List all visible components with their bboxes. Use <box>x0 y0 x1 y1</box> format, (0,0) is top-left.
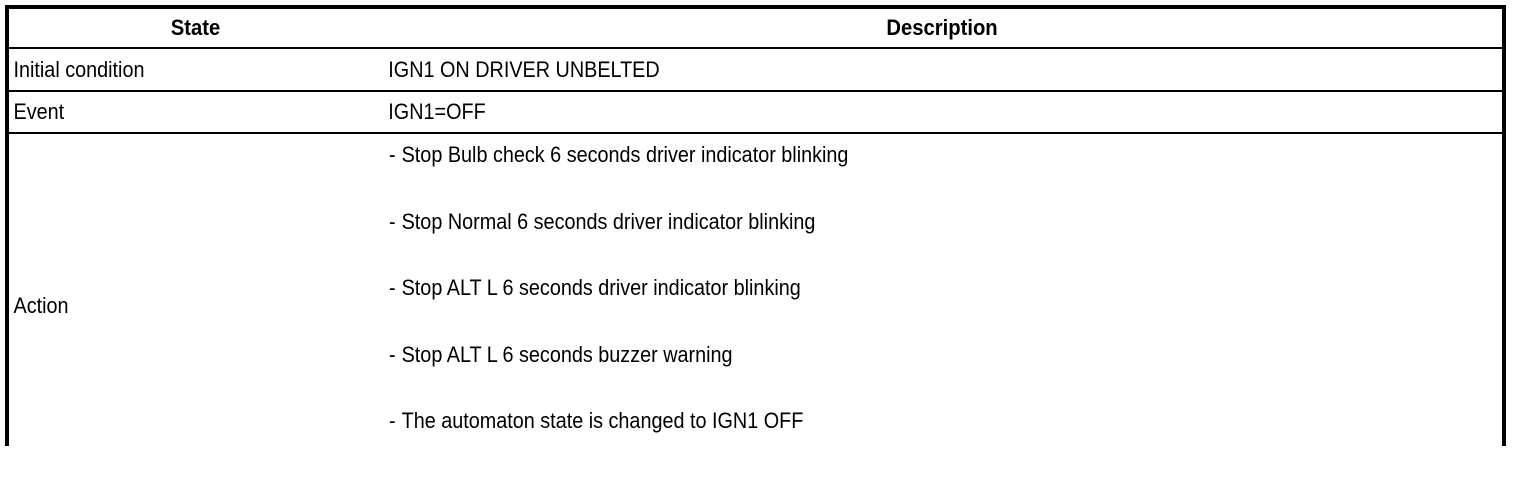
action-list-item-label: Stop ALT L 6 seconds driver indicator bl… <box>401 275 801 300</box>
bullet-dash-icon: - <box>389 142 396 167</box>
action-list-item-label: Stop ALT L 6 seconds buzzer warning <box>401 341 733 367</box>
action-list-item: -Stop Normal 6 seconds driver indicator … <box>389 208 1502 278</box>
cell-state-event: Event <box>9 91 382 134</box>
bullet-dash-icon: - <box>389 408 396 433</box>
header-cell-description: Description <box>382 9 1502 49</box>
state-label-event: Event <box>13 99 65 125</box>
action-list-item-label: Stop Bulb check 6 seconds driver indicat… <box>401 142 849 167</box>
state-label-initial-condition: Initial condition <box>13 56 145 82</box>
action-list-item-inner: -Stop Bulb check 6 seconds driver indica… <box>389 144 1391 166</box>
bullet-dash-icon: - <box>389 208 396 234</box>
cell-description-action: -Stop Bulb check 6 seconds driver indica… <box>382 133 1502 477</box>
description-text-initial-condition: IGN1 ON DRIVER UNBELTED <box>388 56 660 82</box>
action-list-item-inner: -The automaton state is changed to IGN1 … <box>389 410 1391 432</box>
cell-state-initial-condition: Initial condition <box>9 48 382 92</box>
action-list-item-inner: -Stop ALT L 6 seconds driver indicator b… <box>389 277 1391 299</box>
table-row: Event IGN1=OFF <box>9 91 1502 134</box>
state-description-table: State Description Initial condition IGN1… <box>5 5 1506 477</box>
action-list-item-inner: -Stop ALT L 6 seconds buzzer warning <box>389 341 1391 367</box>
header-label-state: State <box>170 15 221 40</box>
action-list: -Stop Bulb check 6 seconds driver indica… <box>382 134 1502 477</box>
cell-description-event: IGN1=OFF <box>382 91 1502 134</box>
bullet-dash-icon: - <box>389 275 396 300</box>
bullet-dash-icon: - <box>389 341 396 367</box>
table: State Description Initial condition IGN1… <box>9 9 1502 477</box>
cell-state-action: Action <box>9 133 382 477</box>
action-list-item: -Stop ALT L 6 seconds driver indicator b… <box>389 277 1502 344</box>
action-list-item: -The automaton state is changed to IGN1 … <box>389 410 1502 477</box>
header-cell-state: State <box>9 9 382 49</box>
action-list-item-label: The automaton state is changed to IGN1 O… <box>401 408 804 433</box>
action-list-item: -Stop Bulb check 6 seconds driver indica… <box>389 144 1502 211</box>
table-row: Action -Stop Bulb check 6 seconds driver… <box>9 133 1502 477</box>
table-row: Initial condition IGN1 ON DRIVER UNBELTE… <box>9 48 1502 92</box>
action-list-item-label: Stop Normal 6 seconds driver indicator b… <box>401 208 816 234</box>
cell-description-initial-condition: IGN1 ON DRIVER UNBELTED <box>382 48 1502 92</box>
state-label-action: Action <box>13 292 69 318</box>
header-label-description: Description <box>886 15 998 40</box>
page-root: State Description Initial condition IGN1… <box>5 5 1506 477</box>
description-text-event: IGN1=OFF <box>388 99 486 125</box>
action-list-item: -Stop ALT L 6 seconds buzzer warning <box>389 341 1502 411</box>
action-list-item-inner: -Stop Normal 6 seconds driver indicator … <box>389 208 1391 234</box>
table-header-row: State Description <box>9 9 1502 49</box>
